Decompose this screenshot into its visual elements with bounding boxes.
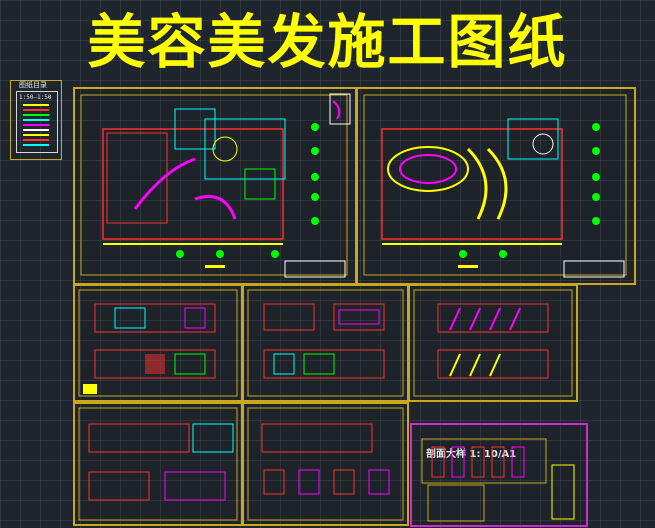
elevation-3-drawing: [413, 289, 573, 397]
legend-line-4: [23, 119, 49, 121]
elevation-5-drawing: [247, 407, 404, 521]
legend-line-1: [23, 104, 49, 106]
legend-line-6: [23, 129, 49, 131]
legend-line-7: [23, 134, 49, 136]
floor-plan-2-drawing: [363, 94, 627, 278]
legend-line-8: [23, 139, 49, 141]
elevation-sheet-5[interactable]: [242, 402, 409, 526]
elevation-sheet-1[interactable]: [73, 284, 243, 402]
legend-caption: 图纸目录: [19, 81, 47, 89]
floor-plan-sheet-1[interactable]: [73, 87, 357, 285]
legend-line-2: [23, 109, 49, 111]
detail-section-sheet[interactable]: 剖面大样 1: 10/A1: [410, 423, 588, 527]
elevation-4-drawing: [78, 407, 238, 521]
detail-drawing: [421, 438, 575, 522]
legend-box: 1:50—1:50: [16, 91, 58, 153]
banner-title: 美容美发施工图纸: [87, 8, 568, 76]
legend-scale: 1:50—1:50: [19, 94, 52, 101]
drawing-index-legend[interactable]: 图纸目录 1:50—1:50: [10, 80, 62, 160]
legend-line-5: [23, 124, 49, 126]
legend-line-9: [23, 144, 49, 146]
elevation-sheet-3[interactable]: [408, 284, 578, 402]
floor-plan-sheet-2[interactable]: [356, 87, 636, 285]
legend-line-3: [23, 114, 49, 116]
elevation-sheet-4[interactable]: [73, 402, 243, 526]
floor-plan-1-drawing: [80, 93, 351, 278]
elevation-sheet-2[interactable]: [242, 284, 409, 402]
detail-title: 剖面大样 1: 10/A1: [426, 449, 517, 460]
elevation-1-drawing: [78, 289, 238, 397]
elevation-2-drawing: [247, 289, 404, 397]
